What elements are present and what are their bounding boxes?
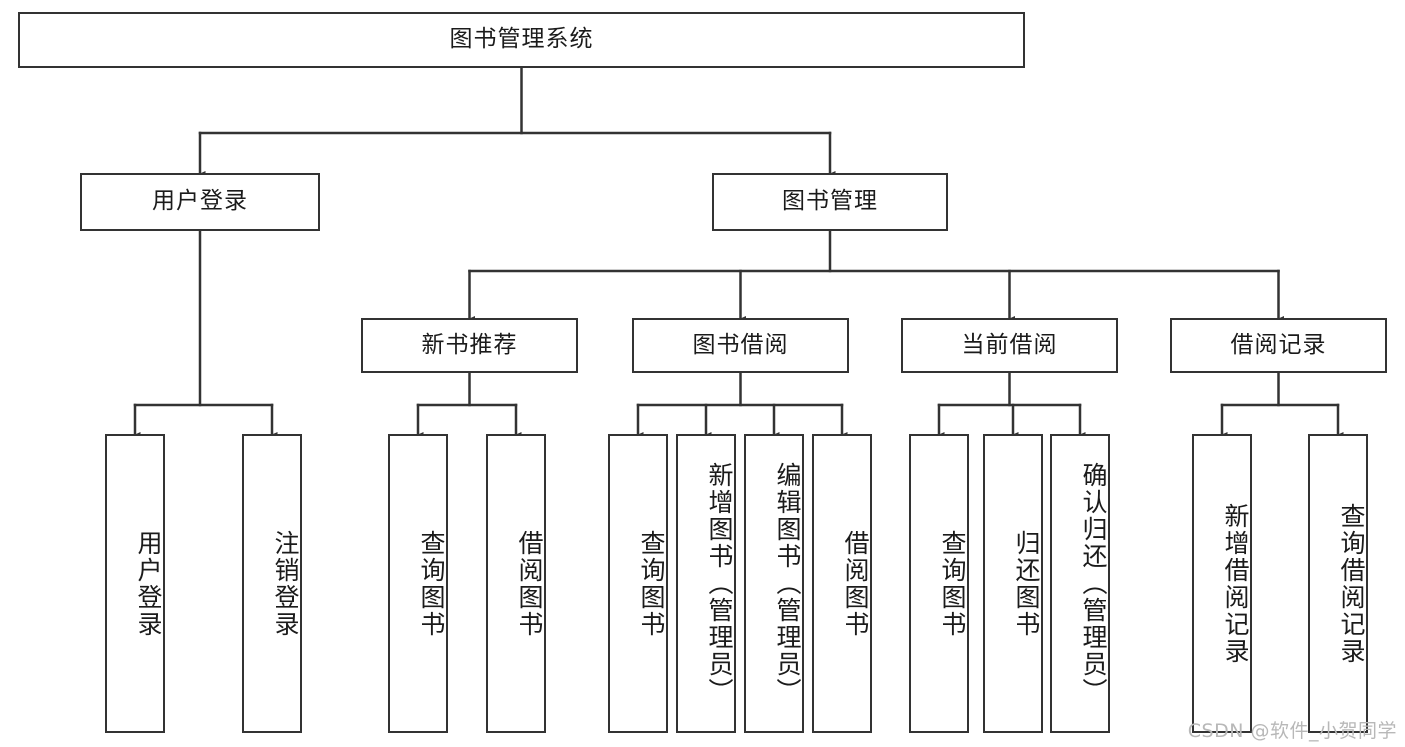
node-leaf-user-login[interactable]: 用户登录 [105,434,165,733]
node-new-book-recommend[interactable]: 新书推荐 [361,318,578,373]
node-borrow-record-label: 借阅记录 [1230,331,1327,358]
node-leaf-query-book-3-label: 查询图书 [938,529,967,638]
node-leaf-user-login-label: 用户登录 [134,529,163,638]
node-leaf-return-book-label: 归还图书 [1012,529,1041,638]
node-current-borrow-label: 当前借阅 [961,331,1058,358]
watermark: CSDN @软件_小贺同学 [1187,720,1397,742]
connector-lines [129,66,1344,442]
node-leaf-query-borrow-record[interactable]: 查询借阅记录 [1308,434,1368,733]
node-leaf-borrow-book-1[interactable]: 借阅图书 [486,434,546,733]
node-leaf-return-book[interactable]: 归还图书 [983,434,1043,733]
node-leaf-logout-login-label: 注销登录 [271,529,300,638]
node-leaf-add-borrow-record[interactable]: 新增借阅记录 [1192,434,1252,733]
node-leaf-borrow-book-2-label: 借阅图书 [841,529,870,638]
node-book-management[interactable]: 图书管理 [712,173,948,231]
node-book-management-label: 图书管理 [782,188,878,215]
node-leaf-confirm-return-label: 确认归还（管理员） [1079,462,1108,705]
node-root-label: 图书管理系统 [449,26,594,53]
node-borrow-record[interactable]: 借阅记录 [1170,318,1387,373]
node-user-login[interactable]: 用户登录 [80,173,320,231]
node-leaf-add-book-label: 新增图书（管理员） [705,462,734,705]
node-leaf-add-book[interactable]: 新增图书（管理员） [676,434,736,733]
node-leaf-add-borrow-record-label: 新增借阅记录 [1221,502,1250,665]
node-root[interactable]: 图书管理系统 [18,12,1025,68]
node-leaf-query-book-3[interactable]: 查询图书 [909,434,969,733]
node-user-login-label: 用户登录 [152,188,248,215]
node-leaf-query-book-2-label: 查询图书 [637,529,666,638]
node-leaf-confirm-return[interactable]: 确认归还（管理员） [1050,434,1110,733]
node-new-book-recommend-label: 新书推荐 [421,331,518,358]
node-leaf-query-borrow-record-label: 查询借阅记录 [1337,502,1366,665]
node-leaf-edit-book[interactable]: 编辑图书（管理员） [744,434,804,733]
node-book-borrow[interactable]: 图书借阅 [632,318,849,373]
node-book-borrow-label: 图书借阅 [692,331,789,358]
node-current-borrow[interactable]: 当前借阅 [901,318,1118,373]
node-leaf-query-book-1[interactable]: 查询图书 [388,434,448,733]
node-leaf-query-book-1-label: 查询图书 [417,529,446,638]
node-leaf-query-book-2[interactable]: 查询图书 [608,434,668,733]
node-leaf-edit-book-label: 编辑图书（管理员） [773,462,802,705]
node-leaf-logout-login[interactable]: 注销登录 [242,434,302,733]
node-leaf-borrow-book-1-label: 借阅图书 [515,529,544,638]
node-leaf-borrow-book-2[interactable]: 借阅图书 [812,434,872,733]
